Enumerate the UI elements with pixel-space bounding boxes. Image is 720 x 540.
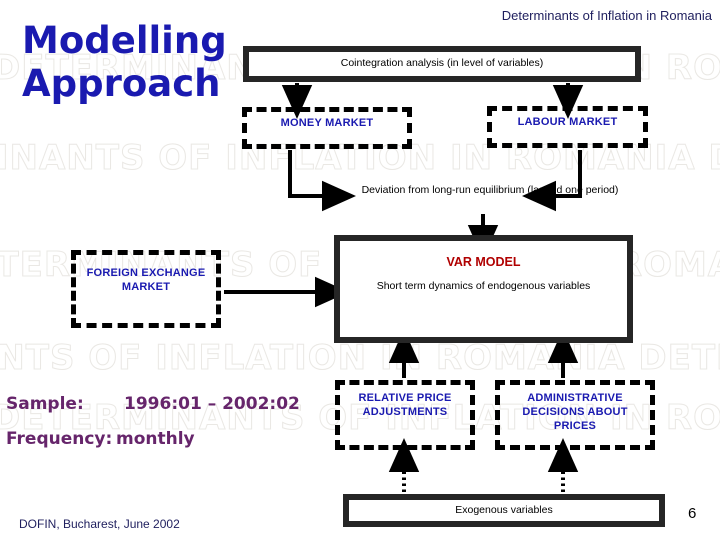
box-foreign-exchange-market[interactable]: FOREIGN EXCHANGE MARKET — [71, 250, 221, 328]
box-foreign-exchange-market-label: FOREIGN EXCHANGE MARKET — [86, 267, 206, 293]
box-cointegration-analysis[interactable]: Cointegration analysis (in level of vari… — [243, 46, 641, 82]
box-money-market-label: MONEY MARKET — [280, 117, 374, 129]
box-relative-price-adjustments[interactable]: RELATIVE PRICE ADJUSTMENTS — [335, 380, 475, 450]
box-exogenous-variables-label: Exogenous variables — [455, 504, 553, 516]
box-var-model-title: VAR MODEL — [446, 255, 521, 269]
box-relative-price-adjustments-label: RELATIVE PRICE ADJUSTMENTS — [358, 392, 452, 418]
watermark-line: DETERMINANTS OF INFLATION IN ROMANIA DET… — [0, 338, 720, 379]
box-labour-market-label: LABOUR MARKET — [517, 116, 618, 128]
sample-label: Sample: — [6, 394, 84, 414]
box-exogenous-variables[interactable]: Exogenous variables — [343, 494, 665, 527]
page-title: Modelling Approach — [22, 19, 227, 105]
box-cointegration-label: Cointegration analysis (in level of vari… — [340, 57, 544, 69]
page-number: 6 — [688, 505, 697, 522]
box-var-model-subtitle: Short term dynamics of endogenous variab… — [376, 280, 591, 292]
header-title: Determinants of Inflation in Romania — [501, 8, 712, 23]
box-var-model[interactable]: VAR MODEL Short term dynamics of endogen… — [334, 235, 633, 343]
sample-value: 1996:01 – 2002:02 — [124, 394, 300, 414]
box-administrative-decisions-label: ADMINISTRATIVE DECISIONS ABOUT PRICES — [522, 392, 628, 432]
frequency-value: monthly — [116, 429, 195, 449]
deviation-label: Deviation from long-run equilibrium (lag… — [361, 184, 619, 196]
box-money-market[interactable]: MONEY MARKET — [242, 107, 412, 149]
box-administrative-decisions[interactable]: ADMINISTRATIVE DECISIONS ABOUT PRICES — [495, 380, 655, 450]
sample-line: Sample: 1996:01 – 2002:02 — [6, 394, 300, 414]
box-labour-market[interactable]: LABOUR MARKET — [487, 106, 648, 148]
frequency-label: Frequency: — [6, 429, 113, 449]
frequency-line: Frequency:monthly — [6, 429, 195, 449]
footer-credit: DOFIN, Bucharest, June 2002 — [19, 517, 180, 531]
